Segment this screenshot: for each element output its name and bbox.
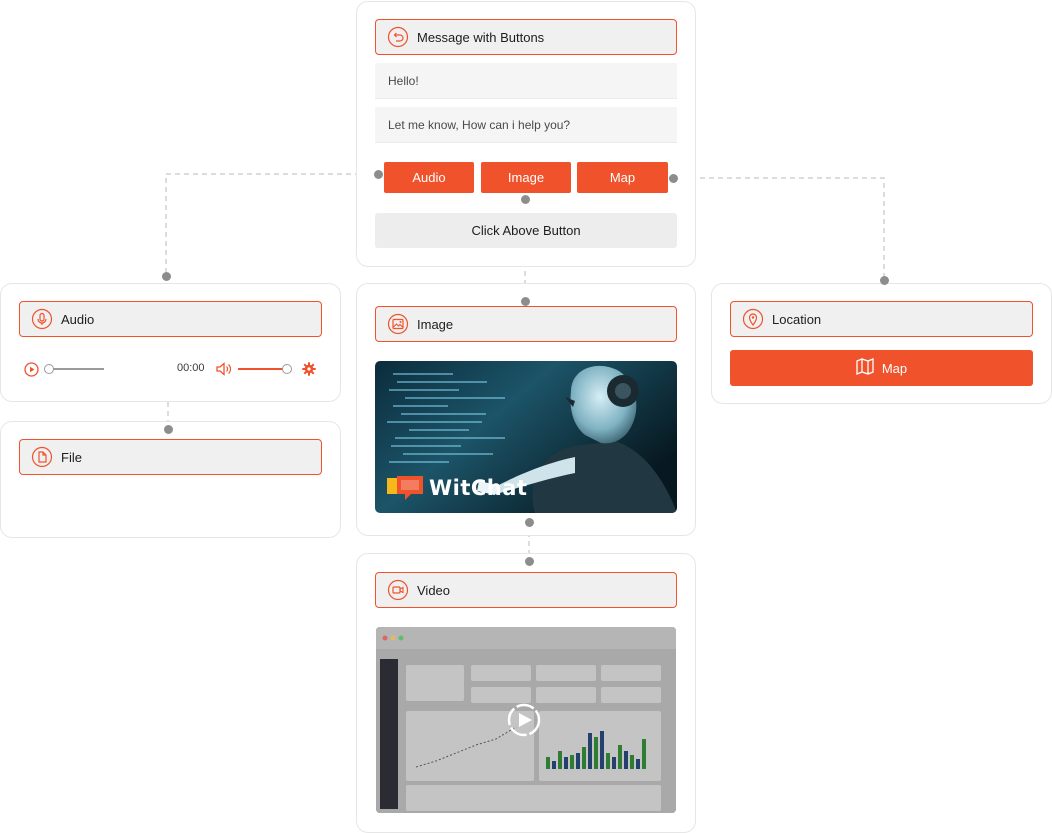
- file-card-title: File: [61, 449, 82, 465]
- play-icon[interactable]: [24, 362, 39, 382]
- connector-dot: [669, 174, 678, 183]
- image-card-header: Image: [375, 306, 677, 342]
- settings-gear-icon[interactable]: [302, 362, 316, 381]
- file-icon: [31, 446, 53, 468]
- message-card-header: Message with Buttons: [375, 19, 677, 55]
- volume-icon[interactable]: [216, 362, 232, 381]
- file-card-header: File: [19, 439, 322, 475]
- video-thumbnail[interactable]: [376, 627, 676, 813]
- robot-image-preview[interactable]: WitChat: [375, 361, 677, 513]
- image-icon: [387, 313, 409, 335]
- location-card-header: Location: [730, 301, 1033, 337]
- video-icon: [387, 579, 409, 601]
- location-map-button-label: Map: [881, 360, 908, 376]
- message-line-greeting: Hello!: [375, 63, 677, 99]
- connector-dot: [880, 276, 889, 285]
- audio-player: 00:00: [24, 361, 319, 377]
- image-button[interactable]: Image: [481, 162, 571, 193]
- location-map-button[interactable]: Map: [730, 350, 1033, 386]
- video-card-header: Video: [375, 572, 677, 608]
- video-card-title: Video: [417, 582, 451, 598]
- connector-dot: [521, 195, 530, 204]
- play-video-icon[interactable]: [508, 704, 540, 736]
- map-icon: [856, 358, 874, 378]
- volume-slider[interactable]: [238, 364, 292, 374]
- connector-dot: [521, 297, 530, 306]
- audio-progress-slider[interactable]: [44, 364, 104, 374]
- map-button[interactable]: Map: [577, 162, 668, 193]
- audio-time: 00:00: [177, 362, 205, 374]
- location-pin-icon: [742, 308, 764, 330]
- undo-icon: [387, 26, 409, 48]
- audio-button[interactable]: Audio: [384, 162, 474, 193]
- audio-card-header: Audio: [19, 301, 322, 337]
- volume-knob[interactable]: [282, 364, 292, 374]
- witchat-logo: WitChat: [387, 475, 527, 501]
- connector-dot: [525, 518, 534, 527]
- audio-card-title: Audio: [61, 311, 95, 327]
- audio-progress-knob[interactable]: [44, 364, 54, 374]
- connector-dot: [162, 272, 171, 281]
- image-card-title: Image: [417, 316, 454, 332]
- witchat-brand-text: WitChat: [429, 476, 528, 500]
- connector-dot: [525, 557, 534, 566]
- location-card-title: Location: [772, 311, 822, 327]
- microphone-icon: [31, 308, 53, 330]
- connector-dot: [374, 170, 383, 179]
- message-card-title: Message with Buttons: [417, 29, 545, 45]
- message-line-help: Let me know, How can i help you?: [375, 107, 677, 143]
- click-above-button[interactable]: Click Above Button: [375, 213, 677, 248]
- connector-dot: [164, 425, 173, 434]
